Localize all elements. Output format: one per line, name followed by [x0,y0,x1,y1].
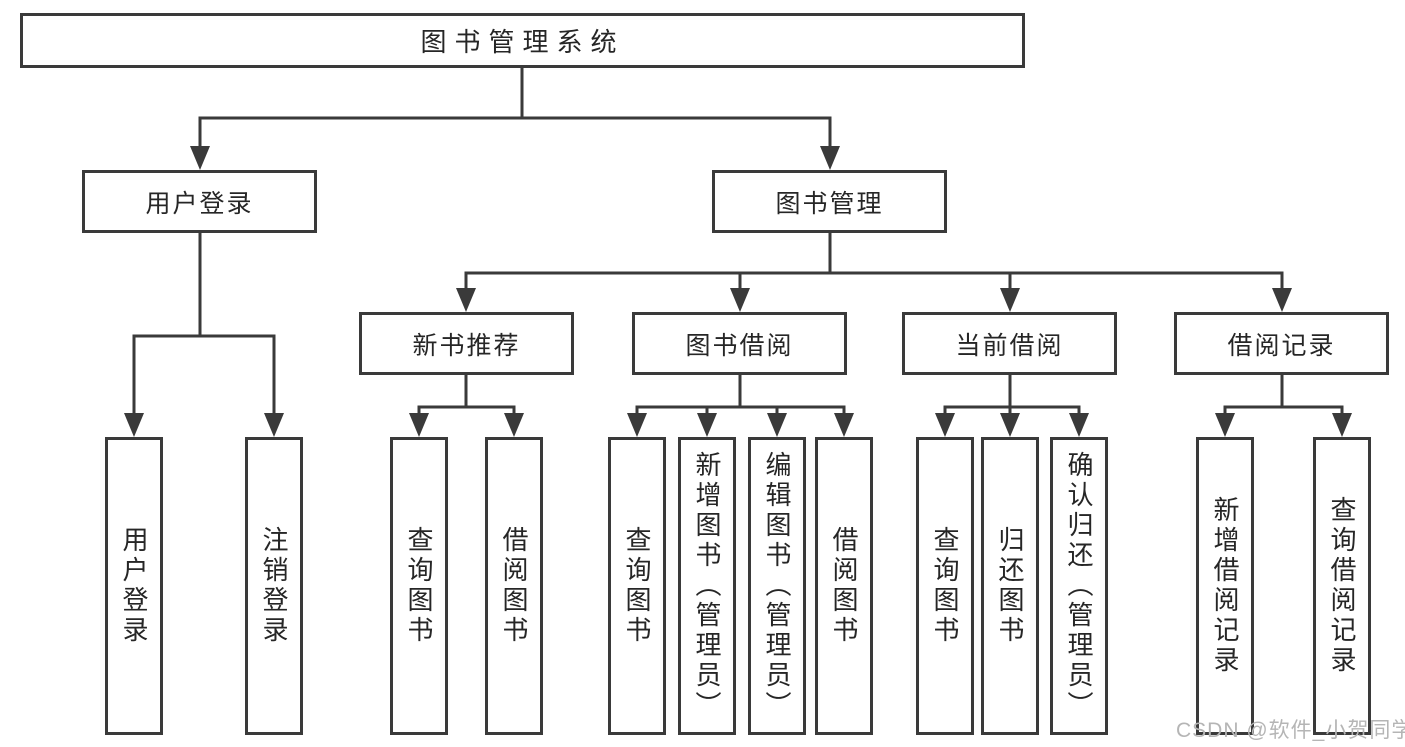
leaf-bb-query-books: 查询图书 [608,437,666,735]
leaf-bb-borrow-books: 借阅图书 [815,437,873,735]
connector-records-rail [1223,405,1344,414]
node-new-book-recommend: 新书推荐 [359,312,574,375]
leaf-cb-return-books: 归还图书 [981,437,1039,735]
leaf-bb-edit-books-admin: 编辑图书（管理员） [748,437,806,735]
connector-current-rail [943,405,1081,414]
arrowheads [124,146,1352,437]
leaf-cb-confirm-return-admin-label: 确认归还（管理员） [1064,451,1094,721]
leaf-logout-label: 注销登录 [259,526,289,646]
leaf-logout: 注销登录 [245,437,303,735]
connector-user-login-rail [132,334,276,414]
leaf-bb-edit-books-admin-label: 编辑图书（管理员） [762,451,792,721]
connector-nbr-rail [417,405,516,414]
leaf-cb-return-books-label: 归还图书 [995,526,1025,646]
node-root-library-system: 图书管理系统 [20,13,1025,68]
leaf-br-add-record-label: 新增借阅记录 [1210,496,1240,676]
leaf-bb-add-books-admin-label: 新增图书（管理员） [692,451,722,721]
leaf-nbr-borrow-books-label: 借阅图书 [499,526,529,646]
connector-level1-rail [198,116,832,148]
watermark: CSDN @软件_小贺同学 [1176,719,1405,742]
node-current-borrow: 当前借阅 [902,312,1117,375]
node-book-management: 图书管理 [712,170,947,233]
node-book-borrow: 图书借阅 [632,312,847,375]
leaf-bb-borrow-books-label: 借阅图书 [829,526,859,646]
leaf-br-query-record: 查询借阅记录 [1313,437,1371,735]
connector-borrow-rail [635,405,846,414]
leaf-nbr-borrow-books: 借阅图书 [485,437,543,735]
leaf-cb-confirm-return-admin: 确认归还（管理员） [1050,437,1108,735]
leaf-bb-query-books-label: 查询图书 [622,526,652,646]
leaf-br-query-record-label: 查询借阅记录 [1327,496,1357,676]
node-borrow-records: 借阅记录 [1174,312,1389,375]
leaf-nbr-query-books-label: 查询图书 [404,526,434,646]
leaf-user-login-label: 用户登录 [119,526,149,646]
leaf-nbr-query-books: 查询图书 [390,437,448,735]
node-user-login: 用户登录 [82,170,317,233]
leaf-user-login: 用户登录 [105,437,163,735]
leaf-cb-query-books: 查询图书 [916,437,974,735]
connector-book-mgmt-rail [464,271,1284,290]
leaf-cb-query-books-label: 查询图书 [930,526,960,646]
leaf-bb-add-books-admin: 新增图书（管理员） [678,437,736,735]
leaf-br-add-record: 新增借阅记录 [1196,437,1254,735]
